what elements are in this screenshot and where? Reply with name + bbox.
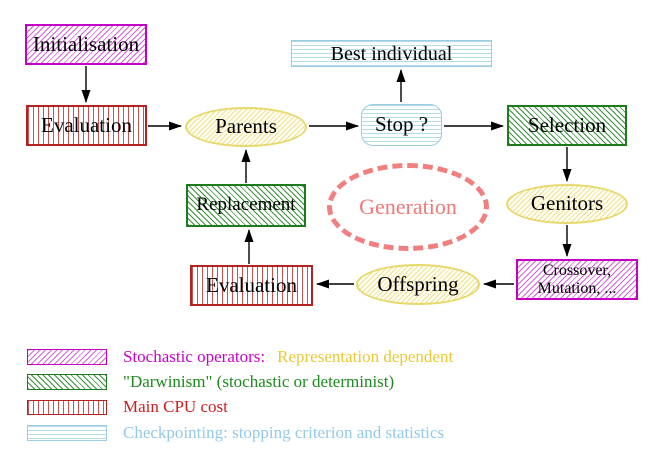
node-initialisation: Initialisation [25,24,147,65]
legend-swatch-red-stripes [27,399,107,415]
node-best-individual: Best individual [291,40,492,67]
legend-row-checkpointing: Checkpointing: stopping criterion and st… [27,423,444,443]
legend-swatch-magenta-hatch [27,349,107,365]
node-selection-label: Selection [527,112,607,137]
node-evaluation-bottom: Evaluation [190,265,313,306]
node-genitors: Genitors [506,184,628,224]
legend-row-cpu-cost: Main CPU cost [27,397,228,417]
node-offspring: Offspring [356,264,480,305]
node-offspring-label: Offspring [377,271,459,296]
node-best-individual-label: Best individual [330,42,453,65]
legend-label-representation-dependent: Representation dependent [277,347,454,366]
node-initialisation-label: Initialisation [32,31,140,56]
legend-label-darwinism: "Darwinism" (stochastic or determinist) [123,372,395,391]
legend-swatch-cyan-stripes [27,425,107,441]
node-stop: Stop ? [361,104,442,146]
legend-swatch-green-hatch [27,374,107,390]
legend-label-stochastic-operators: Stochastic operators: [123,347,266,366]
node-evaluation-top: Evaluation [26,105,147,146]
node-evaluation-bottom-label: Evaluation [206,272,297,297]
node-generation-label: Generation [359,193,457,219]
node-stop-label: Stop ? [374,112,429,137]
legend-label-checkpointing: Checkpointing: stopping criterion and st… [123,423,445,442]
legend-row-darwinism: "Darwinism" (stochastic or determinist) [27,372,394,392]
node-generation-loop: Generation [327,163,489,251]
node-selection: Selection [507,105,627,146]
legend-row-stochastic: Stochastic operators: Representation dep… [27,347,453,367]
node-replacement: Replacement [186,184,306,227]
node-crossover-line2: Mutation, ... [537,279,617,297]
legend-label-main-cpu-cost: Main CPU cost [123,397,228,416]
node-parents: Parents [185,107,307,147]
node-parents-label: Parents [215,114,277,139]
node-replacement-label: Replacement [196,194,296,216]
node-crossover-line1: Crossover, [542,261,612,279]
node-crossover-mutation: Crossover, Mutation, ... [516,259,638,300]
node-genitors-label: Genitors [530,191,604,216]
node-evaluation-top-label: Evaluation [41,112,132,137]
